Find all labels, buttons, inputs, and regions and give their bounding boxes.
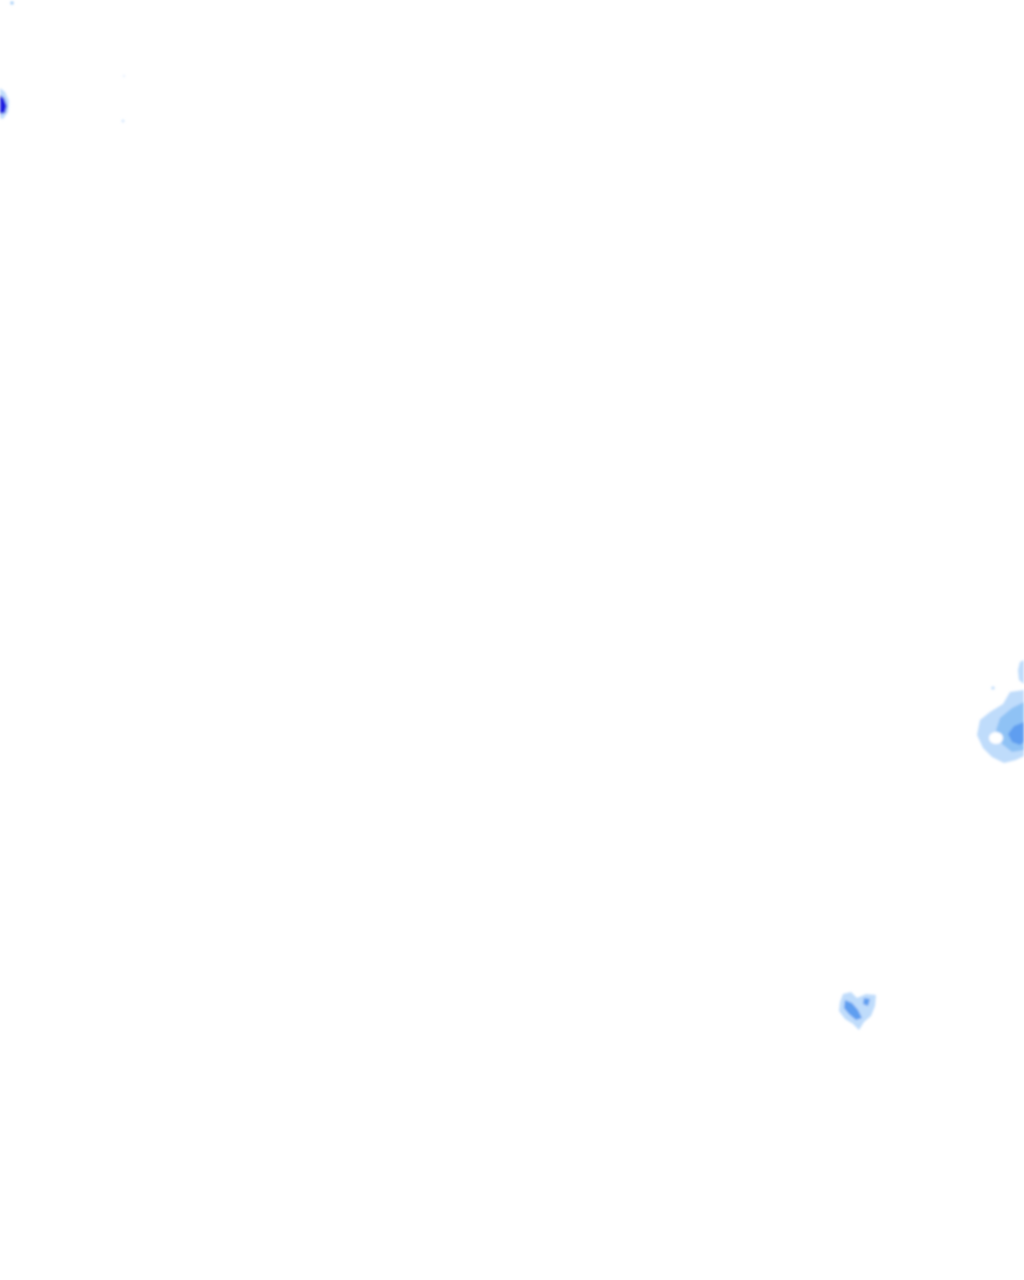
precip-gap [989, 732, 1003, 744]
precip-cell-top-left-core [0, 95, 7, 114]
precip-speck [991, 686, 995, 690]
precip-cell-right-edge-top [1018, 660, 1024, 684]
precip-cell-lower-right-fleck [863, 998, 870, 1006]
precip-cell-lower-right [839, 992, 876, 1030]
precip-speck [121, 119, 125, 123]
precip-cell-right-edge [977, 660, 1024, 763]
precip-cell-right-edge-core [1008, 722, 1024, 745]
precip-speck [10, 1, 14, 5]
precip-cell-top-left [0, 1, 125, 123]
precip-cell-lower-right-core [844, 1000, 862, 1020]
precip-speck [123, 75, 125, 77]
